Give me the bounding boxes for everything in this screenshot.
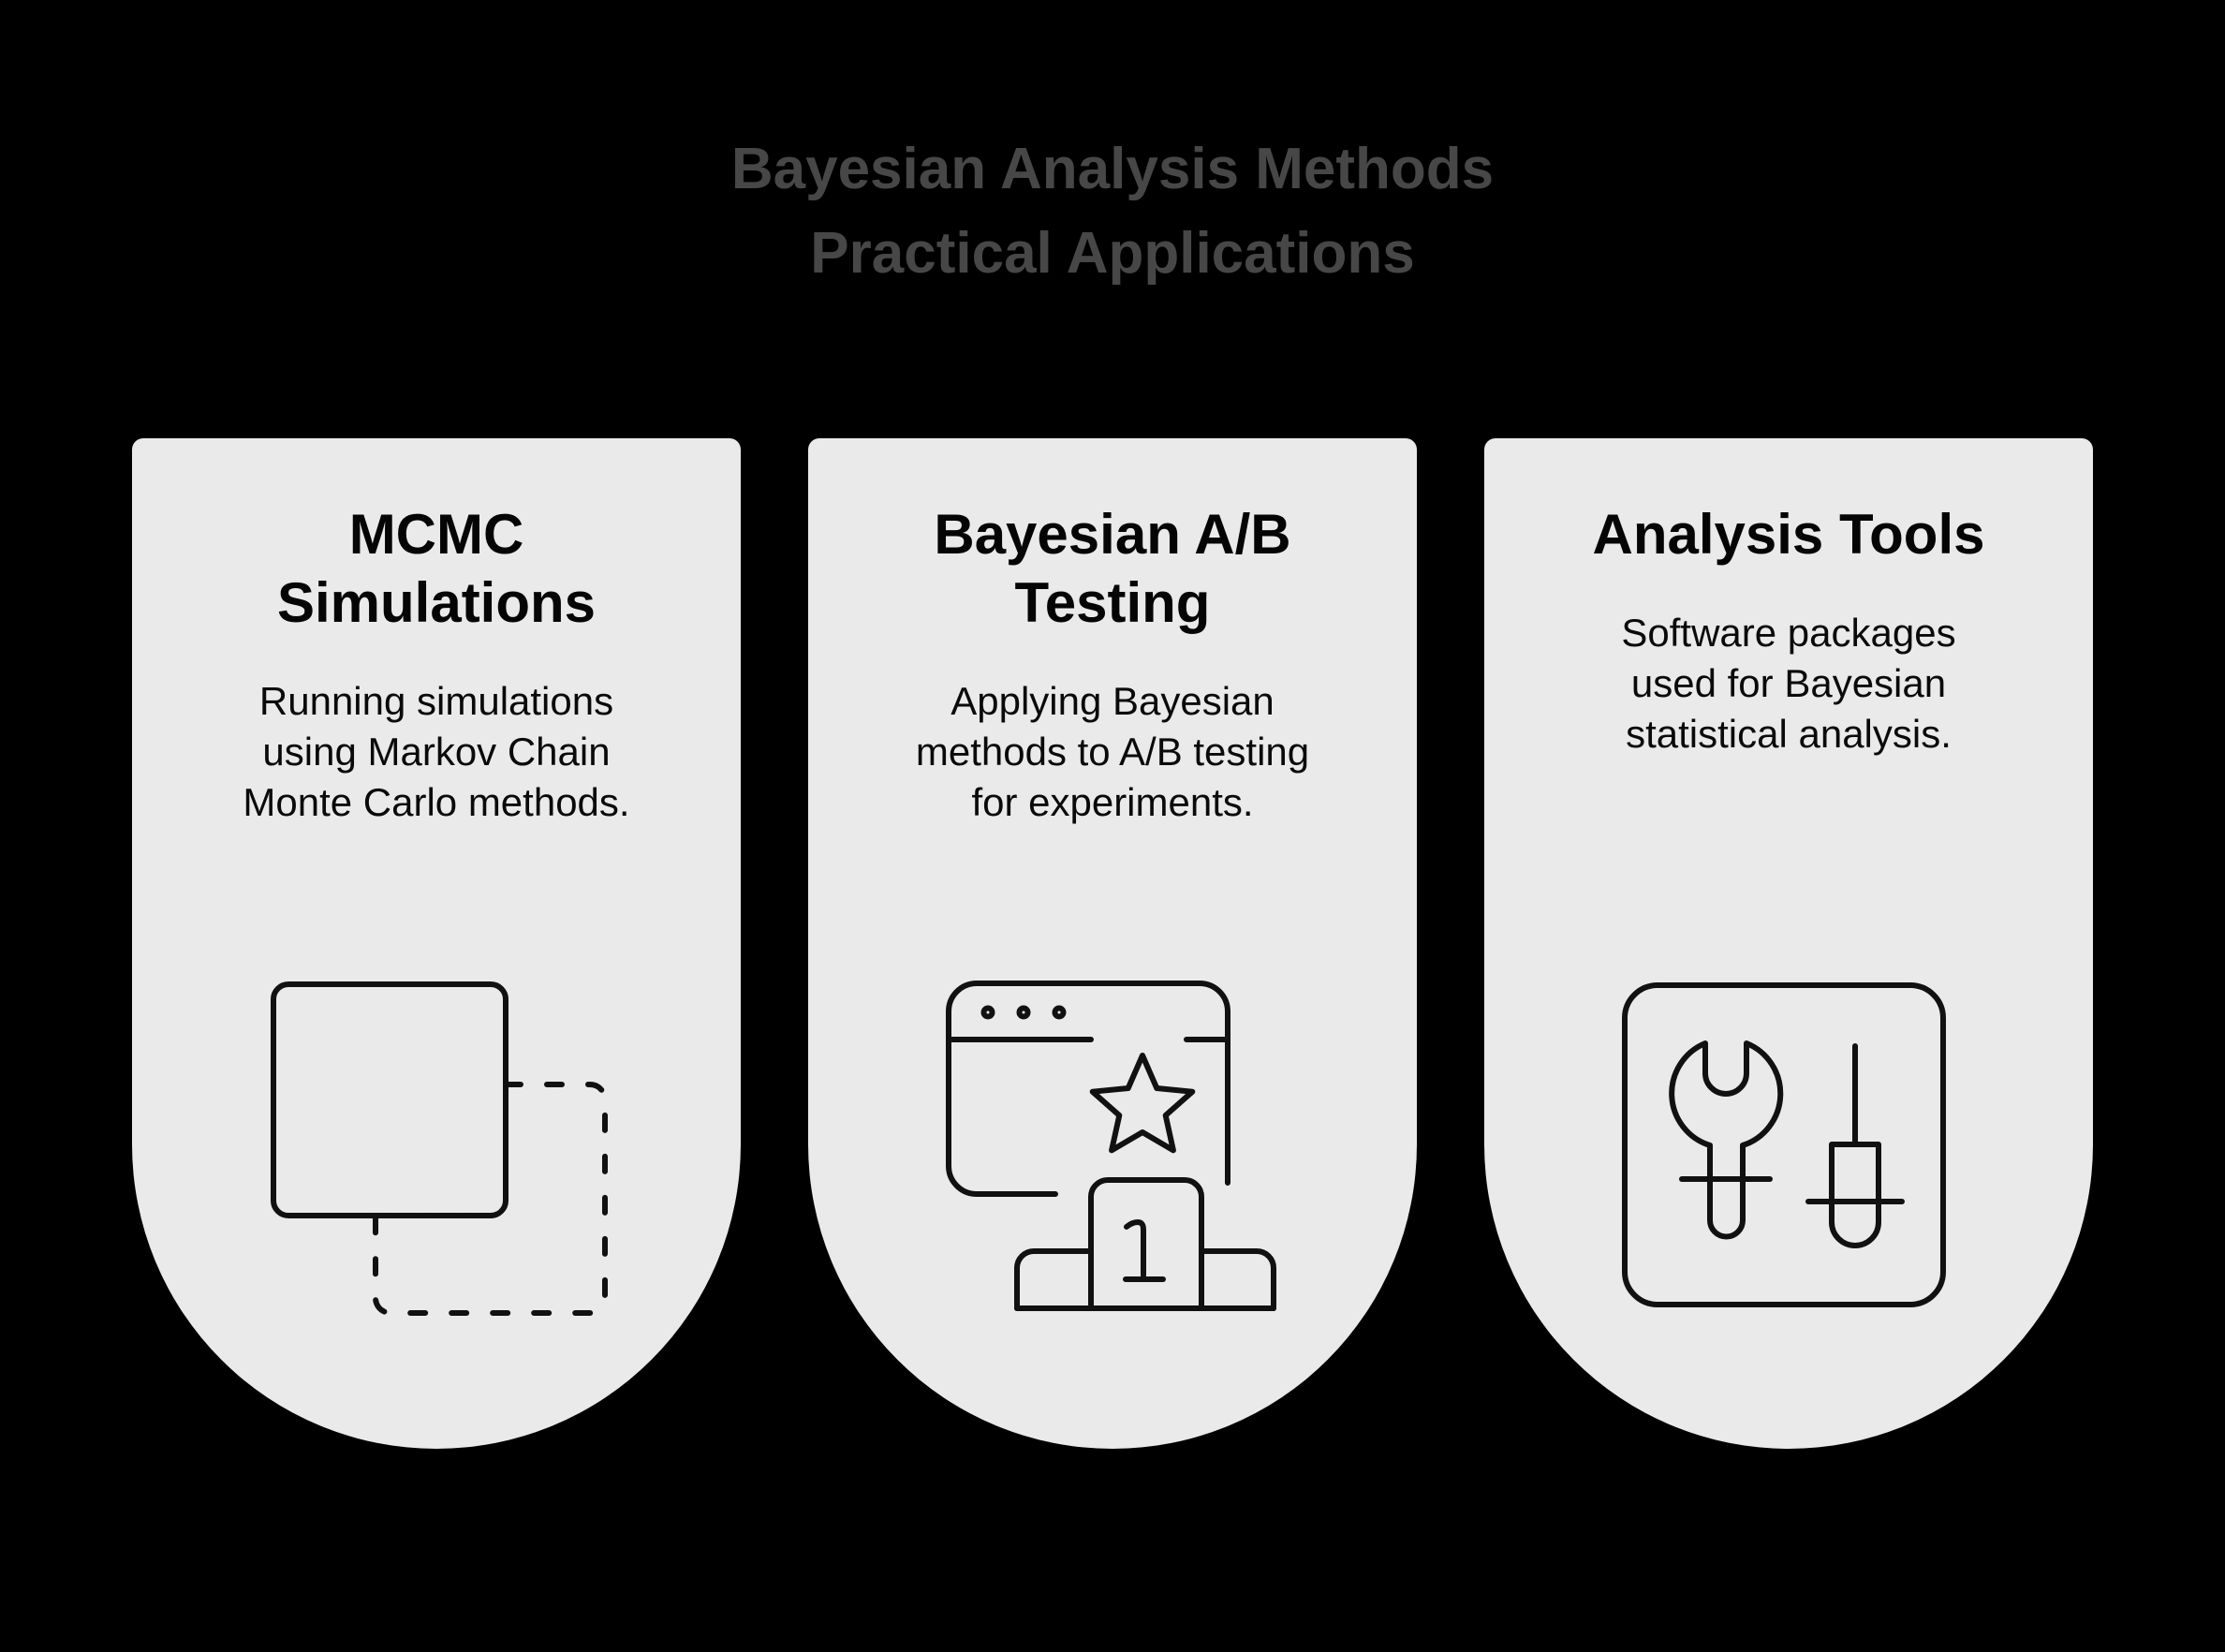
card-heading: Bayesian A/B Testing bbox=[934, 503, 1291, 634]
wrench bbox=[1669, 1040, 1784, 1240]
number-one bbox=[1123, 1219, 1166, 1282]
card-body: Running simulations using Markov Chain M… bbox=[243, 679, 630, 824]
screwdriver-handle bbox=[1829, 1142, 1881, 1248]
podium-left-block bbox=[1014, 1248, 1094, 1311]
browser-dot bbox=[1016, 1005, 1031, 1020]
browser-window bbox=[946, 981, 1230, 1197]
card-body: Software packages used for Bayesian stat… bbox=[1621, 611, 1956, 756]
card-bayesian-ab-testing: Bayesian A/B Testing Applying Bayesian m… bbox=[808, 438, 1417, 1449]
browser-dot bbox=[1052, 1005, 1067, 1020]
cards-row: MCMC Simulations Running simulations usi… bbox=[0, 438, 2225, 1449]
podium-right-block bbox=[1199, 1248, 1276, 1311]
browser-dot bbox=[980, 1005, 995, 1020]
tools-icon bbox=[1622, 982, 1946, 1307]
card-body: Applying Bayesian methods to A/B testing… bbox=[915, 679, 1310, 824]
card-heading: MCMC Simulations bbox=[276, 503, 597, 634]
star bbox=[1089, 1053, 1196, 1154]
card-mcmc-simulations: MCMC Simulations Running simulations usi… bbox=[132, 438, 741, 1449]
solid-square bbox=[271, 981, 508, 1218]
card-analysis-tools: Analysis Tools Software packages used fo… bbox=[1484, 438, 2093, 1449]
dashed-square bbox=[373, 1082, 608, 1316]
podium-center-column bbox=[1088, 1177, 1204, 1311]
card-heading: Analysis Tools bbox=[1592, 503, 1985, 566]
tools-frame bbox=[1622, 982, 1946, 1307]
page-title: Bayesian Analysis Methods Practical Appl… bbox=[730, 137, 1495, 286]
